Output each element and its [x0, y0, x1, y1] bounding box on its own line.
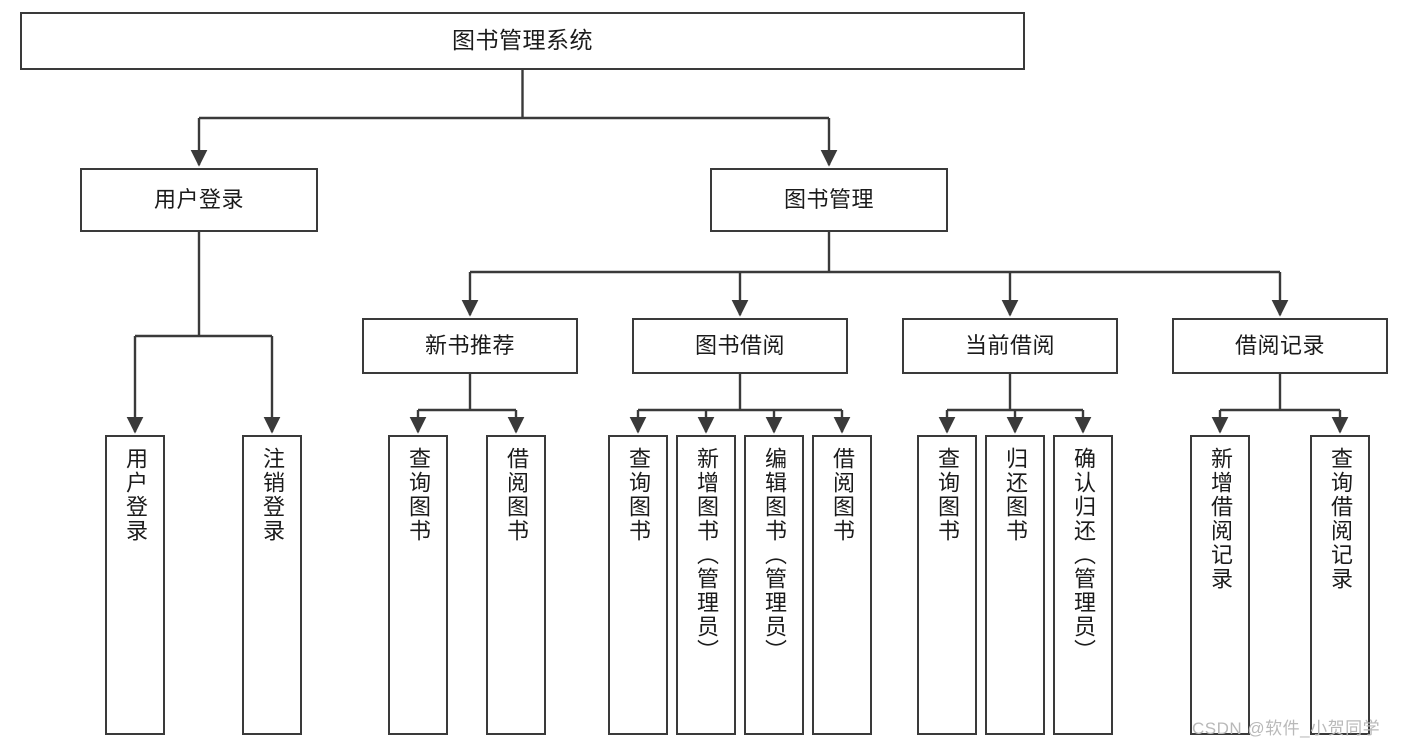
node-leaf-user-login-label: 用户登录 — [123, 447, 148, 543]
node-leaf-add-record[interactable]: 新增借阅记录 — [1190, 435, 1250, 735]
node-current-borrow-label: 当前借阅 — [964, 332, 1055, 358]
node-leaf-add-book-label: 新增图书（管理员） — [694, 447, 719, 663]
node-leaf-user-login[interactable]: 用户登录 — [105, 435, 165, 735]
node-current-borrow[interactable]: 当前借阅 — [902, 318, 1118, 374]
node-leaf-logout-login-label: 注销登录 — [260, 447, 285, 543]
node-new-book-recommend[interactable]: 新书推荐 — [362, 318, 578, 374]
node-leaf-query-book-1-label: 查询图书 — [406, 447, 431, 543]
node-leaf-return-book-label: 归还图书 — [1003, 447, 1028, 543]
node-leaf-query-book-3-label: 查询图书 — [935, 447, 960, 543]
node-leaf-query-book-2-label: 查询图书 — [626, 447, 651, 543]
csdn-watermark: CSDN @软件_小贺同学 — [1192, 719, 1381, 738]
node-leaf-confirm-return[interactable]: 确认归还（管理员） — [1053, 435, 1113, 735]
node-book-manage-label: 图书管理 — [783, 186, 874, 212]
node-leaf-query-book-1[interactable]: 查询图书 — [388, 435, 448, 735]
node-root[interactable]: 图书管理系统 — [20, 12, 1025, 70]
node-leaf-edit-book-label: 编辑图书（管理员） — [762, 447, 787, 663]
node-leaf-add-record-label: 新增借阅记录 — [1208, 447, 1233, 591]
node-leaf-confirm-return-label: 确认归还（管理员） — [1071, 447, 1096, 663]
node-leaf-logout-login[interactable]: 注销登录 — [242, 435, 302, 735]
node-leaf-query-record[interactable]: 查询借阅记录 — [1310, 435, 1370, 735]
node-root-label: 图书管理系统 — [452, 27, 593, 54]
node-book-manage[interactable]: 图书管理 — [710, 168, 948, 232]
node-borrow-record[interactable]: 借阅记录 — [1172, 318, 1388, 374]
node-leaf-borrow-book-2[interactable]: 借阅图书 — [812, 435, 872, 735]
node-leaf-add-book[interactable]: 新增图书（管理员） — [676, 435, 736, 735]
node-leaf-borrow-book-2-label: 借阅图书 — [830, 447, 855, 543]
node-leaf-query-book-2[interactable]: 查询图书 — [608, 435, 668, 735]
node-leaf-borrow-book-1-label: 借阅图书 — [504, 447, 529, 543]
node-leaf-edit-book[interactable]: 编辑图书（管理员） — [744, 435, 804, 735]
node-book-borrow-label: 图书借阅 — [694, 332, 785, 358]
node-book-borrow[interactable]: 图书借阅 — [632, 318, 848, 374]
node-new-book-recommend-label: 新书推荐 — [424, 332, 515, 358]
node-leaf-borrow-book-1[interactable]: 借阅图书 — [486, 435, 546, 735]
node-leaf-return-book[interactable]: 归还图书 — [985, 435, 1045, 735]
node-leaf-query-record-label: 查询借阅记录 — [1328, 447, 1353, 591]
node-user-login-label: 用户登录 — [153, 186, 244, 212]
node-user-login[interactable]: 用户登录 — [80, 168, 318, 232]
node-borrow-record-label: 借阅记录 — [1234, 332, 1325, 358]
node-leaf-query-book-3[interactable]: 查询图书 — [917, 435, 977, 735]
